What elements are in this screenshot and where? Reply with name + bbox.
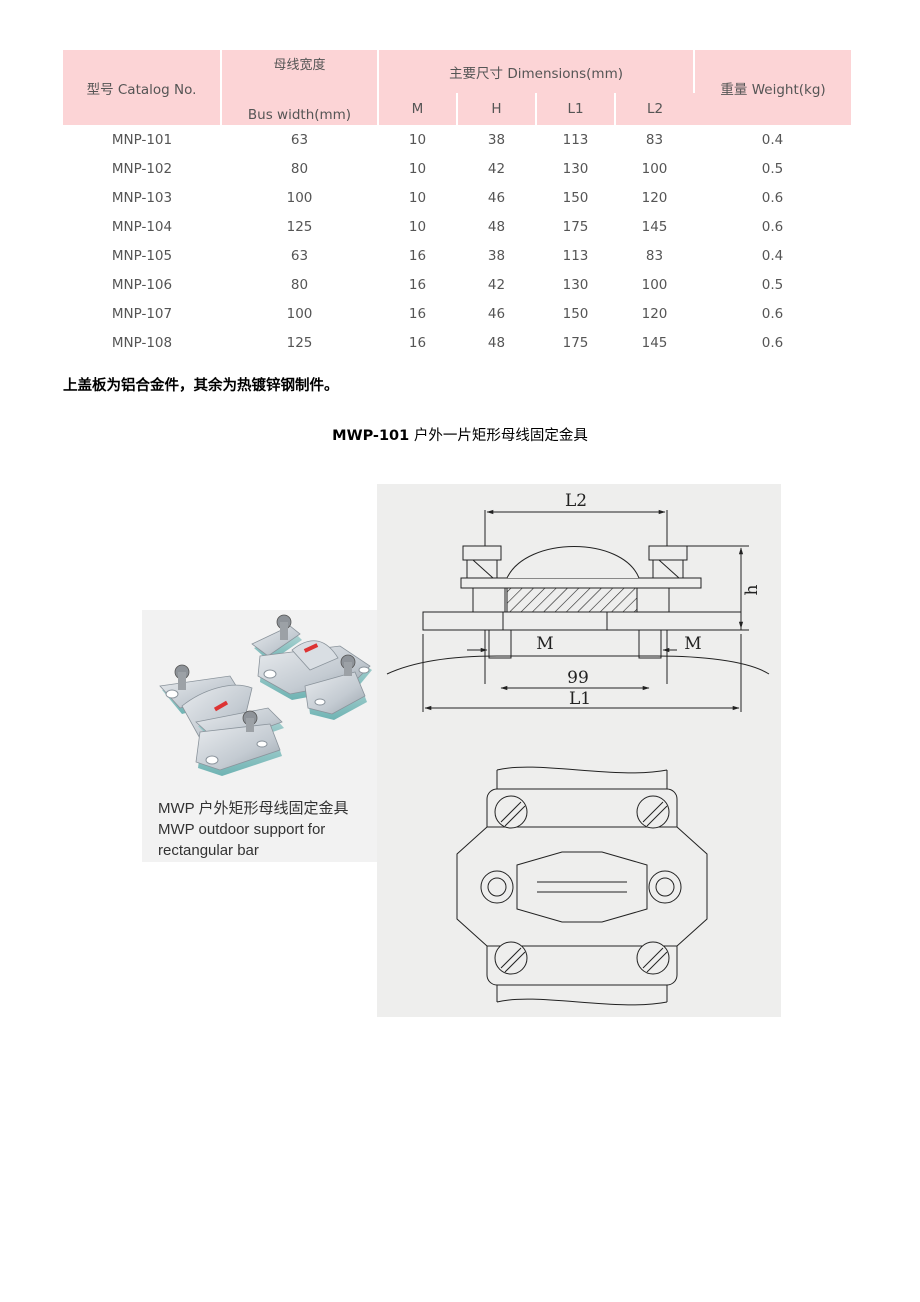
cell-l1: 130 (562, 276, 589, 293)
cell-l1: 150 (562, 305, 589, 322)
cell-l2: 83 (645, 131, 664, 148)
label-l2: L2 (565, 491, 587, 511)
cell-h: 42 (487, 160, 506, 177)
product-model: MWP-101 (332, 428, 410, 444)
cell-m: 16 (408, 247, 427, 264)
drawing-labels: L2 h M M 99 L1 (536, 491, 762, 709)
cell-weight: 0.4 (761, 131, 784, 148)
cell-m: 10 (408, 218, 427, 235)
cell-m: 16 (408, 305, 427, 322)
drawing-svg: L2 h M M 99 L1 (386, 491, 770, 1006)
cell-catalog: MNP-108 (111, 334, 173, 351)
cell-bus-width: 63 (290, 247, 309, 264)
cell-bus-width: 63 (290, 131, 309, 148)
cell-catalog: MNP-104 (111, 218, 173, 235)
technical-drawing: L2 h M M 99 L1 (377, 484, 781, 1017)
cell-l2: 83 (645, 247, 664, 264)
header-l2: L2 (615, 93, 695, 125)
cell-h: 48 (487, 218, 506, 235)
cell-m: 10 (408, 189, 427, 206)
cell-l2: 145 (641, 218, 668, 235)
table-row: MNP-108 125 16 48 175 145 0.6 (63, 328, 851, 357)
cell-catalog: MNP-107 (111, 305, 173, 322)
cell-h: 38 (487, 247, 506, 264)
header-m: M (378, 93, 458, 125)
cell-l1: 130 (562, 160, 589, 177)
label-h: h (742, 584, 762, 595)
clamp-back (251, 614, 372, 720)
side-view (386, 509, 770, 712)
cell-m: 16 (408, 276, 427, 293)
cell-m: 16 (408, 334, 427, 351)
cell-l1: 113 (562, 247, 589, 264)
cell-l2: 120 (641, 305, 668, 322)
cell-bus-width: 125 (286, 334, 313, 351)
cell-h: 46 (487, 305, 506, 322)
photo-caption-line2: MWP outdoor support for (158, 821, 326, 838)
photo-caption: MWP 户外矩形母线固定金具 MWP outdoor support for r… (158, 798, 349, 861)
photo-caption-line3: rectangular bar (158, 842, 259, 859)
table-row: MNP-106 80 16 42 130 100 0.5 (63, 270, 851, 299)
cell-catalog: MNP-103 (111, 189, 173, 206)
cell-bus-width: 125 (286, 218, 313, 235)
cell-l2: 100 (641, 160, 668, 177)
cell-m: 10 (408, 160, 427, 177)
material-note: 上盖板为铝合金件，其余为热镀锌钢制件。 (63, 378, 339, 394)
product-title: MWP-101 户外一片矩形母线固定金具 (0, 424, 920, 445)
cell-weight: 0.4 (761, 247, 784, 264)
cell-l2: 120 (641, 189, 668, 206)
header-l1: L1 (536, 93, 616, 125)
table-row: MNP-101 63 10 38 113 83 0.4 (63, 125, 851, 154)
cell-weight: 0.6 (761, 189, 784, 206)
cell-m: 10 (408, 131, 427, 148)
cell-catalog: MNP-105 (111, 247, 173, 264)
cell-weight: 0.5 (761, 160, 784, 177)
clamp-front (159, 664, 284, 776)
cell-catalog: MNP-101 (111, 131, 173, 148)
cell-h: 42 (487, 276, 506, 293)
table-row: MNP-103 100 10 46 150 120 0.6 (63, 183, 851, 212)
photo-caption-line1: MWP 户外矩形母线固定金具 (158, 800, 349, 817)
cell-bus-width: 80 (290, 276, 309, 293)
cell-l2: 100 (641, 276, 668, 293)
label-m-left: M (536, 634, 553, 654)
header-h: H (457, 93, 537, 125)
cell-l2: 145 (641, 334, 668, 351)
cell-bus-width: 100 (286, 305, 313, 322)
label-l1: L1 (569, 689, 591, 709)
cell-bus-width: 100 (286, 189, 313, 206)
plan-view (456, 766, 708, 1006)
table-row: MNP-102 80 10 42 130 100 0.5 (63, 154, 851, 183)
table-header: 型号 Catalog No. 母线宽度 主要尺寸 Dimensions(mm) … (63, 50, 852, 125)
cell-weight: 0.6 (761, 334, 784, 351)
table-row: MNP-105 63 16 38 113 83 0.4 (63, 241, 851, 270)
header-dimensions: 主要尺寸 Dimensions(mm) (378, 50, 696, 93)
table-row: MNP-104 125 10 48 175 145 0.6 (63, 212, 851, 241)
header-weight: 重量 Weight(kg) (694, 50, 852, 125)
header-bus-width-en: Bus width(mm) (221, 93, 379, 125)
header-bus-width-cn: 母线宽度 (221, 50, 379, 93)
cell-l1: 113 (562, 131, 589, 148)
table-row: MNP-107 100 16 46 150 120 0.6 (63, 299, 851, 328)
cell-weight: 0.6 (761, 305, 784, 322)
cell-l1: 175 (562, 334, 589, 351)
cell-catalog: MNP-102 (111, 160, 173, 177)
label-m-right: M (684, 634, 701, 654)
cell-catalog: MNP-106 (111, 276, 173, 293)
cell-h: 48 (487, 334, 506, 351)
product-name: 户外一片矩形母线固定金具 (413, 428, 588, 444)
cell-weight: 0.5 (761, 276, 784, 293)
cell-l1: 175 (562, 218, 589, 235)
cell-h: 46 (487, 189, 506, 206)
label-99: 99 (567, 668, 589, 688)
spec-table: 型号 Catalog No. 母线宽度 主要尺寸 Dimensions(mm) … (63, 50, 852, 357)
cell-weight: 0.6 (761, 218, 784, 235)
table-body: MNP-101 63 10 38 113 83 0.4 MNP-102 80 1… (63, 125, 851, 357)
header-catalog: 型号 Catalog No. (63, 50, 222, 125)
clamp-photo-illustration (159, 614, 372, 776)
cell-l1: 150 (562, 189, 589, 206)
cell-h: 38 (487, 131, 506, 148)
product-photo (142, 610, 378, 862)
cell-bus-width: 80 (290, 160, 309, 177)
